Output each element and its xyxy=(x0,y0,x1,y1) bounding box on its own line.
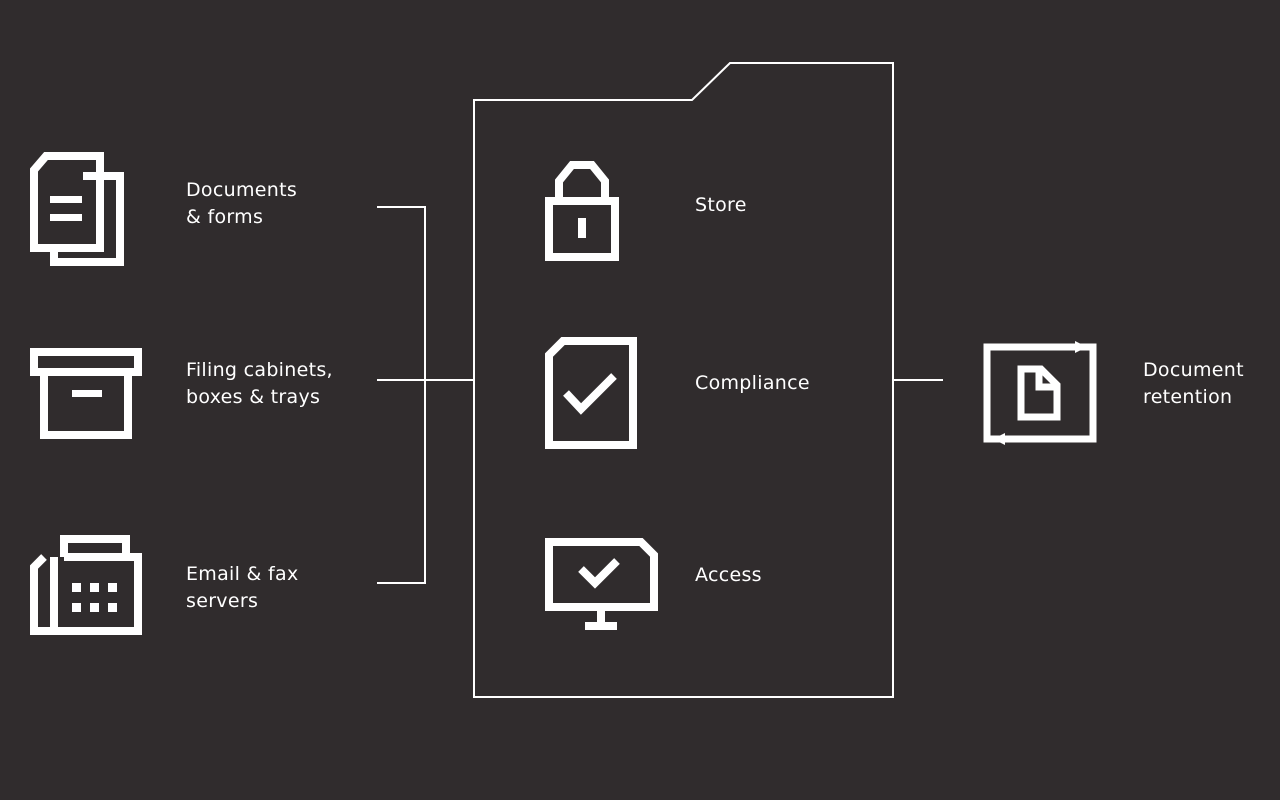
folder-item-label-compliance: Compliance xyxy=(695,372,810,394)
document-retention-icon xyxy=(983,341,1097,445)
document-check-icon xyxy=(545,337,637,449)
folder-item-label-access: Access xyxy=(695,564,762,586)
source-label-email-fax: Email & fax servers xyxy=(186,563,299,612)
source-bracket xyxy=(377,206,426,584)
source-label-documents: Documents & forms xyxy=(186,179,298,228)
lock-icon xyxy=(545,157,619,261)
source-label-filing: Filing cabinets, boxes & trays xyxy=(186,359,333,408)
fax-machine-icon xyxy=(30,535,142,637)
output-label: Document retention xyxy=(1143,359,1244,408)
folder-item-label-store: Store xyxy=(695,194,747,216)
filing-box-icon xyxy=(30,348,142,440)
monitor-check-icon xyxy=(545,538,658,632)
folder-outline xyxy=(473,62,894,698)
documents-icon xyxy=(30,152,125,267)
